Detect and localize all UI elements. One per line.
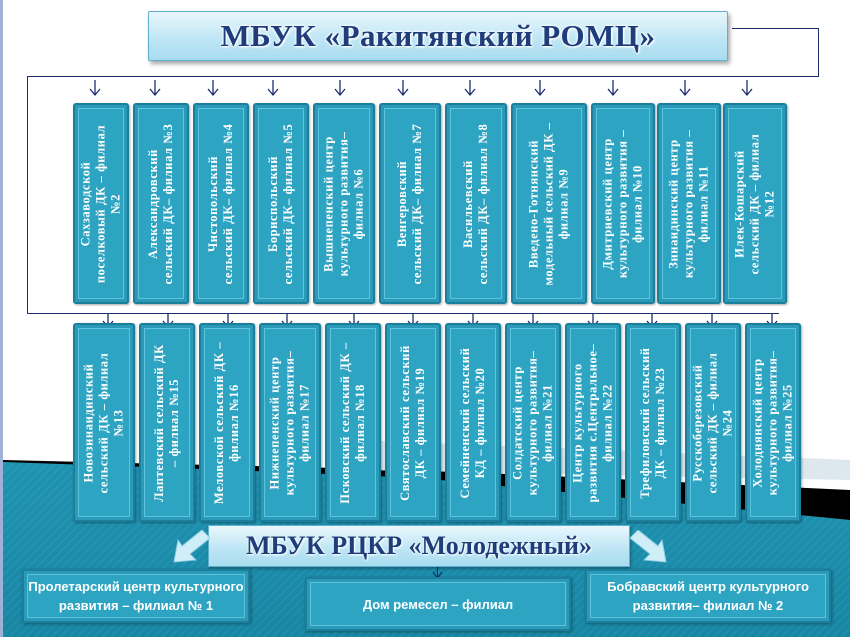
branch-box-bobravsky: Бобравский центр культурного развития– ф… bbox=[585, 569, 831, 623]
branch-label: Меловской сельский ДК – филиал №16 bbox=[212, 341, 241, 504]
arrow-down-icon bbox=[334, 80, 346, 96]
branch-label: Александровский сельский ДК– филиал №3 bbox=[146, 123, 175, 284]
branch-label: Зинаидинский центр культурного развития … bbox=[666, 129, 711, 278]
branch-label: Холоднянский центр культурного развития–… bbox=[750, 350, 795, 495]
branch-box-top: Введено-Готнянский модельный сельский ДК… bbox=[511, 103, 587, 304]
header-title: МБУК «Ракитянский РОМЦ» bbox=[220, 18, 656, 53]
branch-label: Дом ремесел – филиал bbox=[362, 596, 514, 612]
connector-title-right bbox=[732, 28, 818, 29]
branch-box-top: Васильевский сельский ДК– филиал №8 bbox=[445, 103, 507, 304]
branch-box-top: Венгеровский сельский ДК– филиал №7 bbox=[379, 103, 441, 304]
subsidiary-title: МБУК РЦКР «Молодежный» bbox=[245, 531, 593, 560]
connector-left-vertical bbox=[27, 76, 28, 314]
subsidiary-title-box: МБУК РЦКР «Молодежный» bbox=[208, 525, 630, 567]
arrow-down-icon bbox=[679, 80, 691, 96]
connector-top-horizontal bbox=[27, 76, 819, 77]
branch-box-bottom: Центр культурного развития с.Центральное… bbox=[565, 323, 621, 522]
branch-label: Венгеровский сельский ДК– филиал №7 bbox=[395, 123, 424, 284]
arrow-down-icon bbox=[149, 80, 161, 96]
branch-box-bottom: Холоднянский центр культурного развития–… bbox=[745, 323, 801, 522]
branch-label: Бобравский центр культурного развития– ф… bbox=[607, 579, 809, 613]
arrow-down-icon bbox=[89, 80, 101, 96]
branch-box-bottom: Нижнепенский центр культурного развития–… bbox=[259, 323, 321, 522]
branch-box-top: Сахзаводской поселковый ДК – филиал №2 bbox=[73, 103, 129, 304]
branch-label: Вышнепенский центр культурного развития–… bbox=[321, 131, 366, 276]
branch-label: Новозинаидинский сельский ДК – филиал №1… bbox=[81, 352, 126, 493]
branch-label: Псковский сельский ДК – филиал №18 bbox=[338, 341, 367, 504]
branch-box-top: Вышнепенский центр культурного развития–… bbox=[313, 103, 375, 304]
connector-bottom-horizontal bbox=[27, 313, 779, 314]
branch-box-top: Дмитриевский центр культурного развития … bbox=[591, 103, 655, 304]
branch-box-bottom: Новозинаидинский сельский ДК – филиал №1… bbox=[73, 323, 135, 522]
branch-box-bottom: Псковский сельский ДК – филиал №18 bbox=[325, 323, 381, 522]
branch-box-bottom: Трефиловский сельский ДК – филиал №23 bbox=[625, 323, 681, 522]
branch-label: Бориспольский сельский ДК– филиал №5 bbox=[266, 123, 295, 284]
branch-label: Лаптевский сельский ДК – филиал №15 bbox=[152, 343, 181, 502]
connector-right-vertical bbox=[818, 28, 819, 76]
branch-box-dom-remesel: Дом ремесел – филиал bbox=[305, 577, 571, 631]
branch-box-top: Илек-Кошарский сельский ДК – филиал №12 bbox=[723, 103, 787, 304]
branch-box-bottom: Святославский сельский ДК – филиал №19 bbox=[385, 323, 441, 522]
branch-box-bottom: Меловской сельский ДК – филиал №16 bbox=[199, 323, 255, 522]
branch-label: Пролетарский центр культурного развития … bbox=[28, 579, 244, 613]
branch-box-proletarsky: Пролетарский центр культурного развития … bbox=[22, 569, 250, 623]
branch-label: Илек-Кошарский сельский ДК – филиал №12 bbox=[732, 133, 777, 274]
header-title-box: МБУК «Ракитянский РОМЦ» bbox=[148, 11, 728, 61]
arrow-down-icon bbox=[397, 80, 409, 96]
arrow-down-icon bbox=[741, 80, 753, 96]
left-edge-strip bbox=[0, 0, 3, 637]
branch-label: Чистопольский сельский ДК– филиал №4 bbox=[206, 123, 235, 284]
branch-box-top: Чистопольский сельский ДК– филиал №4 bbox=[193, 103, 249, 304]
branch-label: Васильевский сельский ДК– филиал №8 bbox=[461, 123, 490, 284]
branch-box-top: Зинаидинский центр культурного развития … bbox=[657, 103, 721, 304]
branch-box-top: Бориспольский сельский ДК– филиал №5 bbox=[253, 103, 309, 304]
branch-label: Нижнепенский центр культурного развития–… bbox=[267, 350, 312, 495]
branch-box-top: Александровский сельский ДК– филиал №3 bbox=[133, 103, 189, 304]
arrow-down-icon bbox=[267, 80, 279, 96]
arrow-down-icon bbox=[207, 80, 219, 96]
branch-label: Солдатский центр культурного развития– ф… bbox=[510, 350, 555, 495]
branch-label: Семейненский сельский КД – филиал №20 bbox=[458, 347, 487, 498]
branch-box-bottom: Семейненский сельский КД – филиал №20 bbox=[445, 323, 501, 522]
branch-label: Трефиловский сельский ДК – филиал №23 bbox=[638, 346, 667, 499]
branch-label: Русскоберезовский сельский ДК – филиал №… bbox=[690, 352, 735, 493]
branch-box-bottom: Солдатский центр культурного развития– ф… bbox=[505, 323, 561, 522]
branch-label: Святославский сельский ДК – филиал №19 bbox=[398, 344, 427, 501]
branch-label: Введено-Готнянский модельный сельский ДК… bbox=[526, 122, 571, 286]
branch-box-bottom: Лаптевский сельский ДК – филиал №15 bbox=[139, 323, 195, 522]
branch-box-bottom: Русскоберезовский сельский ДК – филиал №… bbox=[685, 323, 741, 522]
arrow-down-icon bbox=[534, 80, 546, 96]
branch-label: Центр культурного развития с.Центральное… bbox=[570, 343, 615, 502]
arrow-right-down-icon bbox=[630, 530, 667, 563]
connector-dom-remesel bbox=[437, 565, 438, 577]
arrow-down-icon bbox=[464, 80, 476, 96]
arrow-down-icon bbox=[607, 80, 619, 96]
branch-label: Дмитриевский центр культурного развития … bbox=[600, 129, 645, 278]
arrow-left-down-icon bbox=[173, 530, 210, 563]
branch-label: Сахзаводской поселковый ДК – филиал №2 bbox=[78, 124, 123, 283]
